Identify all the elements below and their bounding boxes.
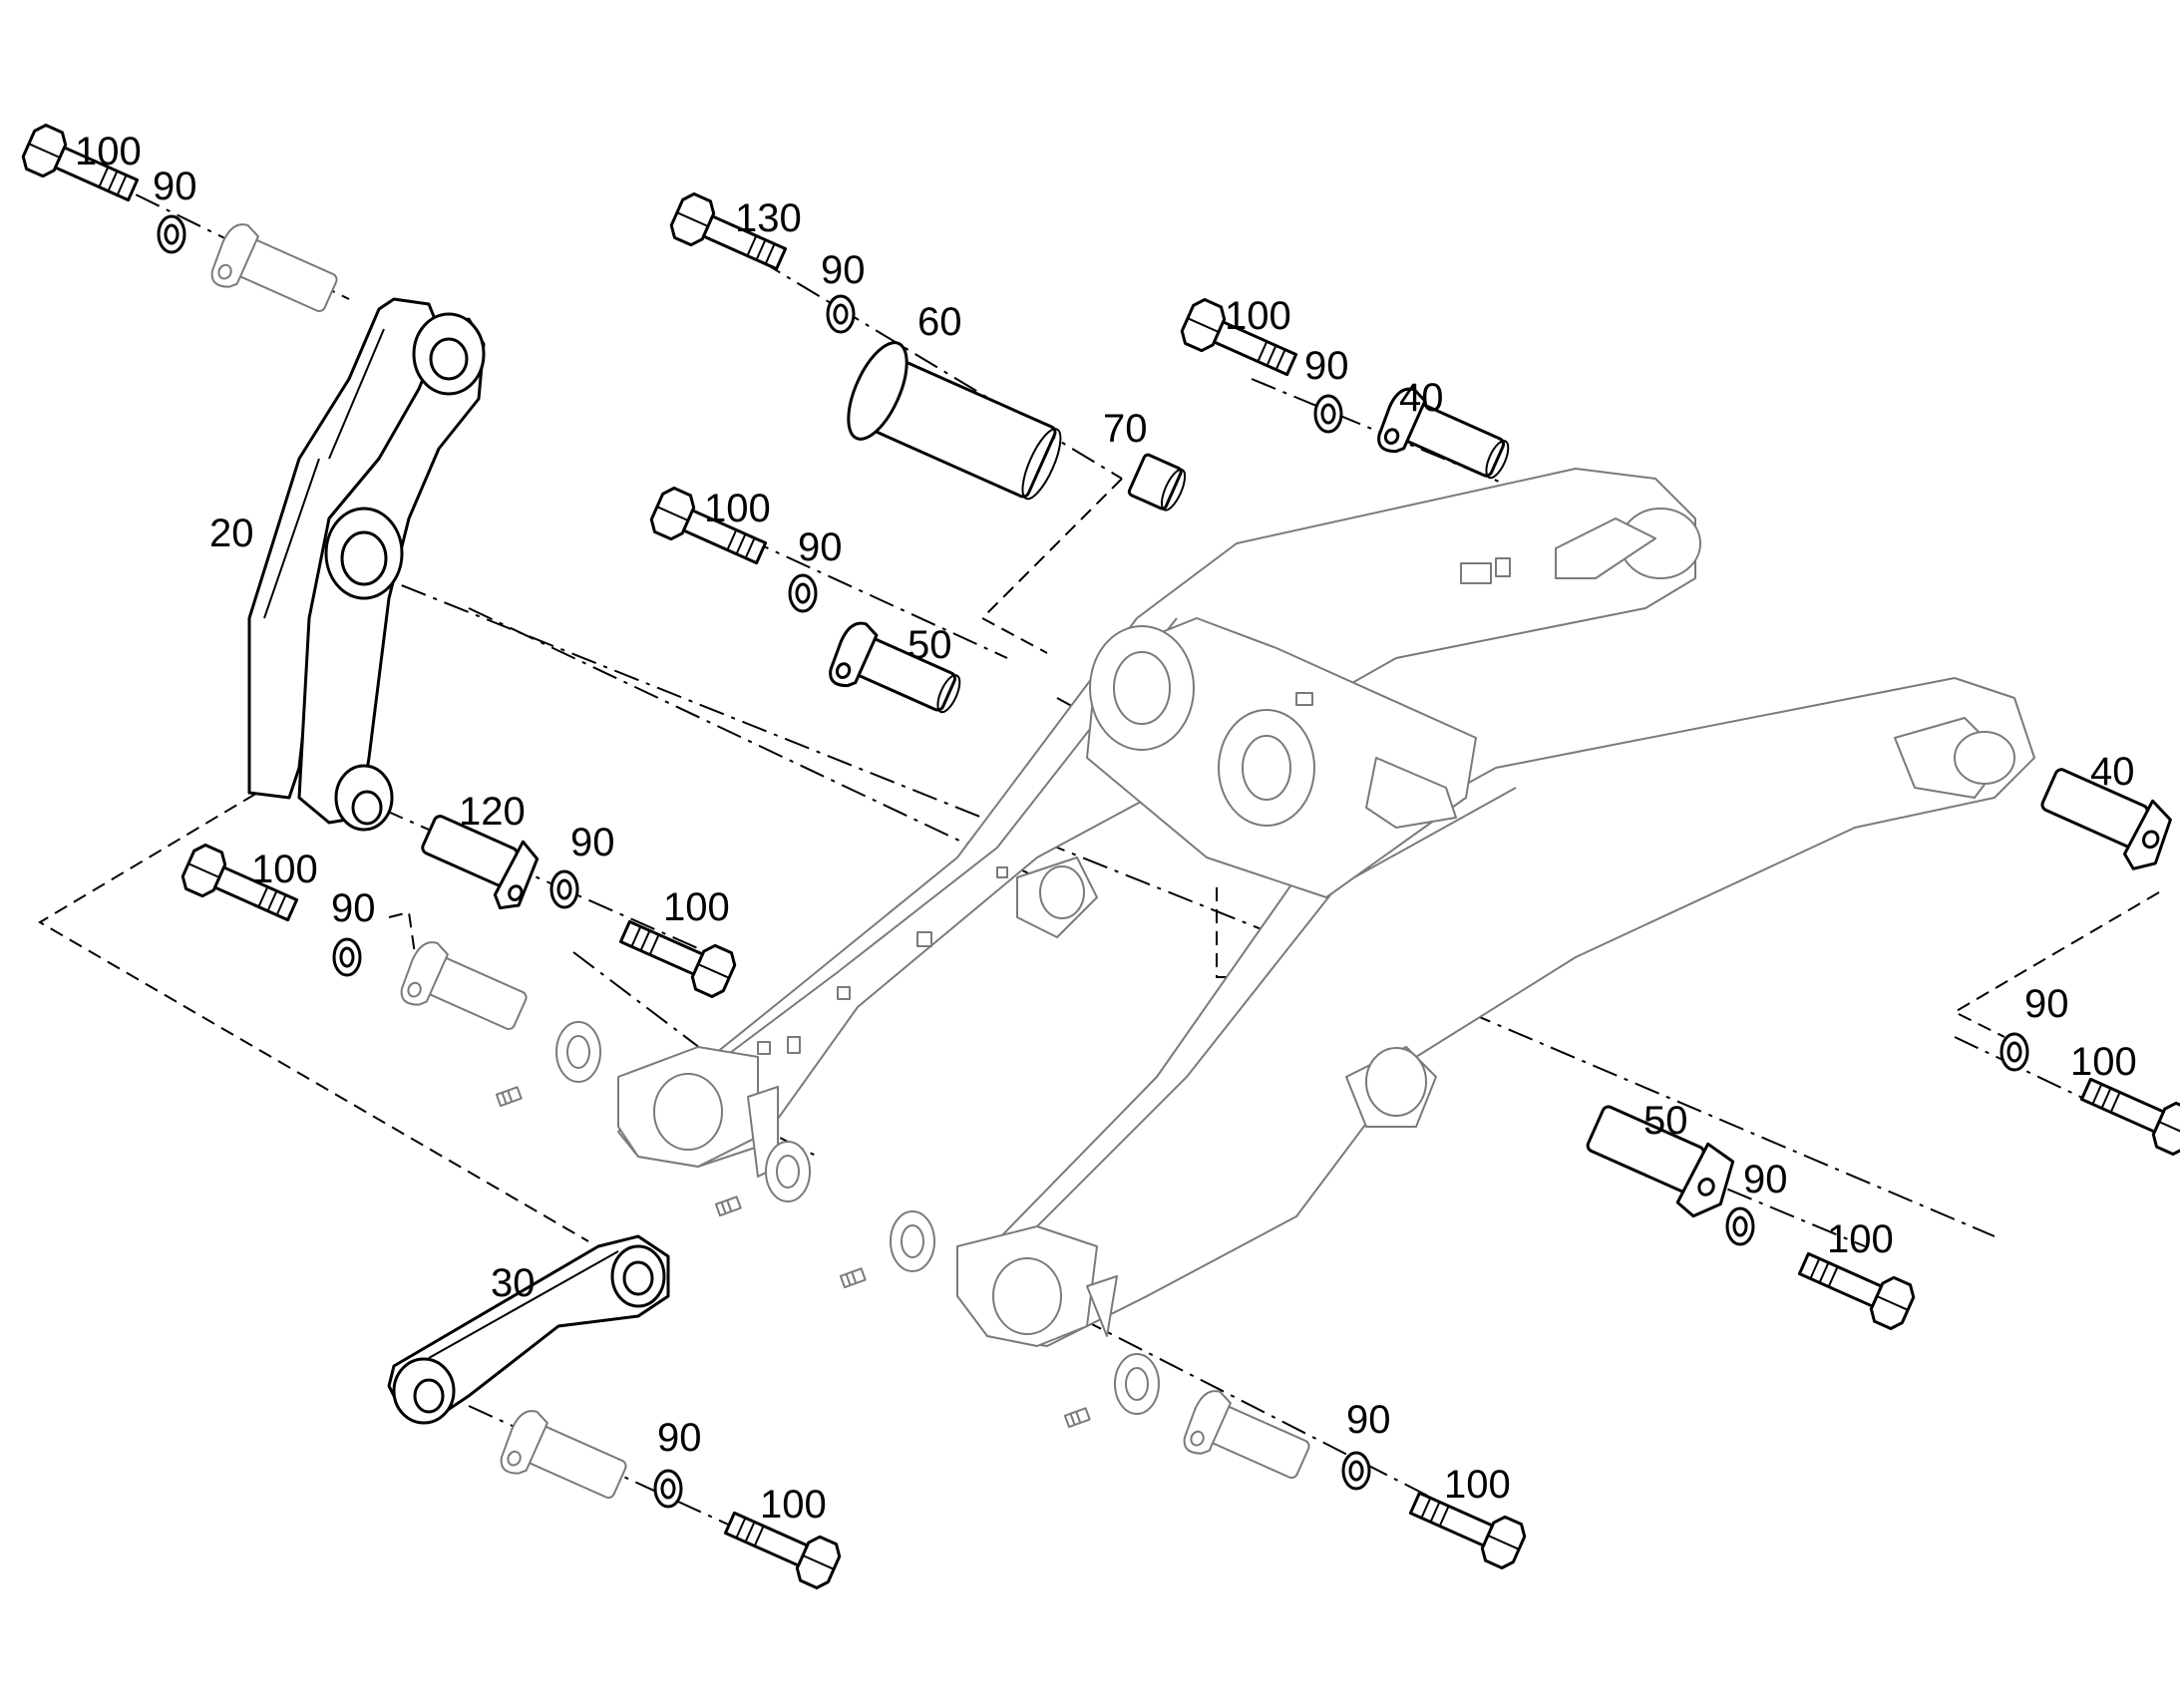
callout-40: 40	[2090, 750, 2135, 794]
callout-90: 90	[2024, 982, 2069, 1026]
callout-120: 120	[459, 790, 526, 834]
callout-60: 60	[917, 300, 962, 344]
callout-70: 70	[1103, 407, 1148, 451]
callout-100: 100	[1225, 294, 1291, 338]
callout-50: 50	[908, 623, 952, 667]
callout-40: 40	[1399, 376, 1444, 420]
link-part-30	[387, 1234, 670, 1425]
callout-100: 100	[251, 848, 318, 891]
fasteners	[17, 120, 2180, 1593]
callout-100: 100	[2070, 1040, 2137, 1084]
callout-90: 90	[1346, 1398, 1391, 1442]
callout-100: 100	[760, 1483, 827, 1527]
callout-90: 90	[821, 248, 866, 292]
callout-labels: 100 90 20 130 90 60 70 100 90 40 100 90 …	[75, 130, 2137, 1527]
callout-90: 90	[570, 821, 615, 864]
callout-130: 130	[735, 196, 802, 240]
callout-30: 30	[491, 1261, 536, 1305]
lever-part-20	[247, 297, 486, 832]
callout-90: 90	[1304, 344, 1349, 388]
callout-90: 90	[798, 525, 843, 569]
callout-90: 90	[331, 886, 376, 930]
callout-100: 100	[704, 487, 771, 530]
callout-100: 100	[663, 885, 730, 929]
callout-90: 90	[153, 165, 197, 208]
callout-90: 90	[657, 1416, 702, 1460]
callout-100: 100	[1444, 1463, 1511, 1507]
callout-100: 100	[75, 130, 142, 173]
boom-frame	[617, 468, 2035, 1347]
callout-50: 50	[1643, 1099, 1688, 1143]
callout-20: 20	[209, 512, 254, 555]
callout-100: 100	[1827, 1217, 1894, 1261]
callout-90: 90	[1743, 1158, 1788, 1201]
